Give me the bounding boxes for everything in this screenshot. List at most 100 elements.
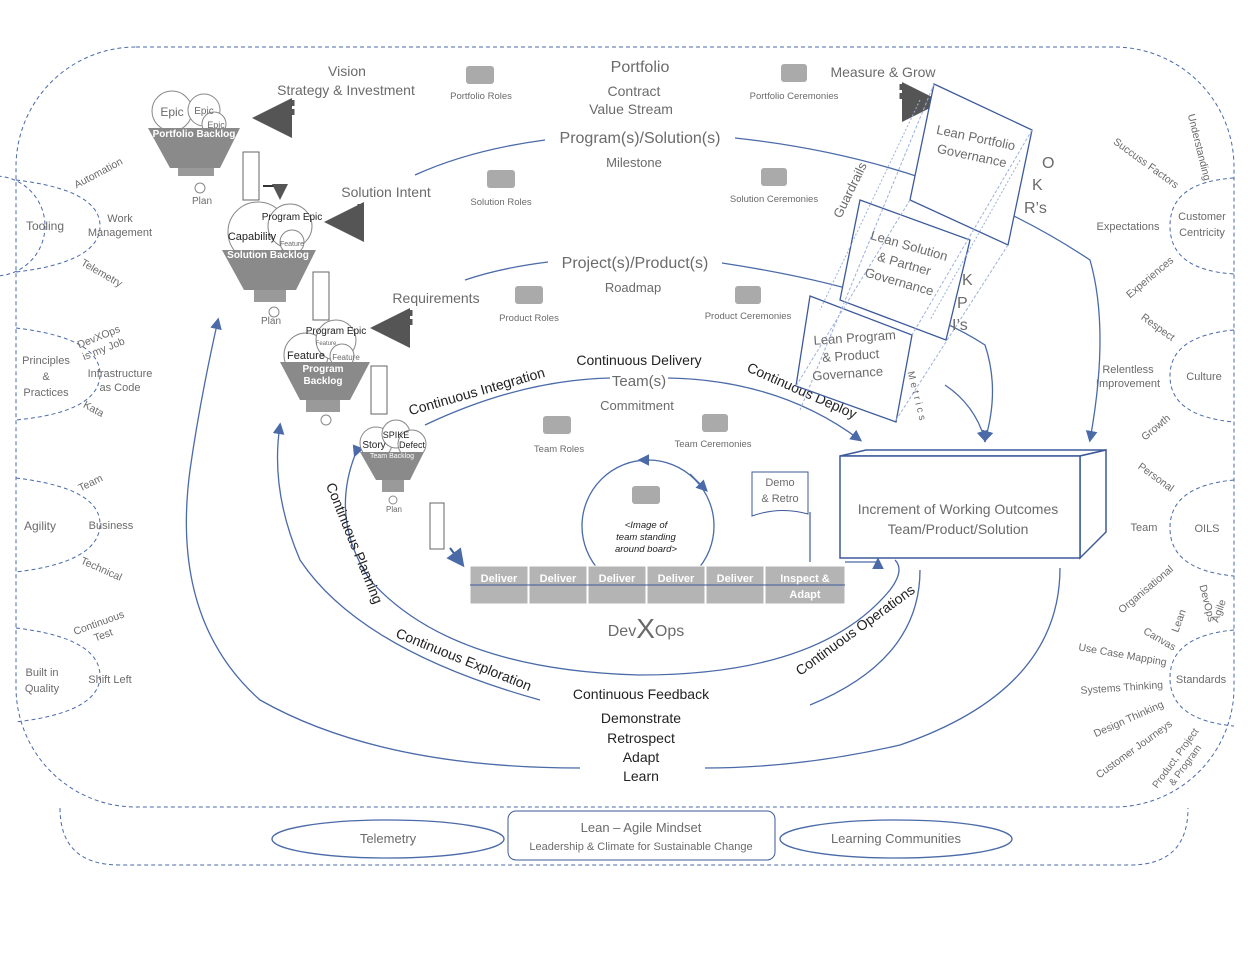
svg-text:Epic: Epic (160, 105, 183, 119)
svg-text:Deliver: Deliver (481, 573, 518, 585)
svg-text:Deliver: Deliver (599, 573, 636, 585)
product-ceremonies-label: Product Ceremonies (705, 311, 792, 322)
learning-communities-ellipse (779, 819, 1013, 859)
product-roles-icon (515, 286, 543, 304)
team-arc (424, 377, 860, 440)
team-board-icon (632, 486, 660, 504)
svg-text:Program Epic: Program Epic (262, 212, 323, 223)
svg-text:Backlog: Backlog (304, 376, 343, 387)
solution-roles-label: Solution Roles (470, 197, 532, 208)
loop-inner (344, 444, 900, 676)
svg-text:Demo: Demo (765, 477, 794, 489)
continuous-planning-label: Continuous Planning (323, 480, 386, 606)
program-title: Program(s)/Solution(s) (560, 130, 721, 147)
expectations-label: Expectations (1097, 221, 1160, 233)
technical-label: Technical (79, 555, 124, 584)
telemetry-side-label: Telemetry (79, 257, 125, 291)
feedback-retrospect: Retrospect (607, 730, 675, 746)
use-case-mapping-label: Use Case Mapping (1078, 641, 1168, 668)
demo-retro-box (751, 471, 809, 517)
devxops-label: DevXOps (608, 613, 684, 644)
program-backlog: Feature Program Epic Feature Feature Pro… (280, 319, 388, 426)
svg-text:Deliver: Deliver (540, 573, 577, 585)
measure-label: Measure & Grow (830, 64, 936, 80)
agility-label: Agility (24, 519, 56, 533)
portfolio-arc-right (734, 137, 1101, 443)
svg-text:Team/Product/Solution: Team/Product/Solution (888, 521, 1029, 537)
culture-label: Culture (1186, 371, 1221, 383)
respect-label: Respect (1139, 311, 1177, 343)
svg-text:Inspect &: Inspect & (780, 573, 830, 585)
portfolio-ceremonies-icon (781, 64, 807, 82)
svg-text:& Product: & Product (822, 346, 880, 365)
standards-label: Standards (1176, 674, 1227, 686)
devxops-job-label: DevXOpsis my Job (76, 323, 127, 363)
growth-label: Growth (1139, 412, 1173, 443)
vision-arrow (252, 98, 295, 138)
understanding-label: Understanding (1185, 113, 1213, 182)
svg-text:Feature: Feature (287, 350, 325, 362)
continuous-test-label: ContinuousTest (72, 608, 130, 650)
svg-text:Deliver: Deliver (658, 573, 695, 585)
svg-text:Plan: Plan (261, 316, 281, 327)
solution-intent-arrow (324, 202, 364, 242)
portfolio-ceremonies-label: Portfolio Ceremonies (750, 91, 839, 102)
team-backlog: Story SPIKE Defect Team Backlog Plan (359, 419, 465, 568)
feedback-demonstrate: Demonstrate (601, 710, 681, 726)
svg-text:Governance: Governance (812, 364, 884, 384)
portfolio-backlog: Epic Epic Epic Portfolio Backlog Plan (148, 90, 288, 207)
project-title: Project(s)/Product(s) (562, 255, 709, 272)
telemetry-ellipse (271, 819, 505, 859)
svg-text:Team Backlog: Team Backlog (370, 453, 414, 460)
feedback-learn: Learn (623, 768, 659, 784)
tooling-label: Tooling (26, 219, 64, 233)
svg-text:Solution Backlog: Solution Backlog (227, 250, 309, 261)
governance-structure: Lean Portfolio Governance Lean Solution … (795, 83, 1033, 423)
personal-label: Personal (1135, 461, 1176, 495)
svg-text:Feature: Feature (280, 241, 304, 248)
continuous-feedback-label: Continuous Feedback (573, 686, 710, 702)
business-label: Business (89, 520, 134, 532)
team-ceremonies-icon (702, 414, 728, 432)
team-side-label: Team (77, 472, 106, 494)
vision-label: Vision (328, 63, 366, 79)
team-roles-label: Team Roles (534, 444, 584, 455)
svg-text:Portfolio Backlog: Portfolio Backlog (153, 129, 236, 140)
project-arc-right2 (721, 262, 994, 443)
program-sub: Milestone (606, 155, 662, 170)
project-sub: Roadmap (605, 280, 661, 295)
mindset-title: Lean – Agile Mindset (581, 820, 702, 835)
portfolio-arc (414, 139, 546, 176)
solution-roles-icon (487, 170, 515, 188)
pipeline: Deliver Deliver Deliver Deliver Deliver … (469, 565, 846, 605)
solution-intent-label: Solution Intent (341, 184, 431, 200)
svg-text:SPIKE: SPIKE (383, 430, 410, 440)
principles-label: Principles&Practices (22, 355, 70, 399)
kpi-i: I’s (952, 317, 968, 334)
svg-text:Plan: Plan (386, 505, 402, 514)
okr-o: O (1042, 155, 1054, 172)
lean-label: Lean (1170, 608, 1189, 634)
svg-text:Lean Program: Lean Program (813, 327, 896, 348)
product-ceremonies-icon (735, 286, 761, 304)
team-roles-icon (543, 416, 571, 434)
feedback-adapt: Adapt (623, 749, 660, 765)
kata-label: Kata (81, 399, 106, 420)
svg-text:Increment of Working Outcomes: Increment of Working Outcomes (858, 501, 1058, 517)
kpi-k: K (962, 272, 973, 289)
svg-text:Program Epic: Program Epic (306, 326, 367, 337)
continuous-delivery-label: Continuous Delivery (576, 352, 701, 368)
telemetry-footer-label: Telemetry (360, 831, 417, 846)
svg-text:Deliver: Deliver (717, 573, 754, 585)
requirements-label: Requirements (392, 290, 479, 306)
continuous-integration-label: Continuous Integration (407, 364, 547, 418)
solution-backlog: Capability Program Epic Feature Solution… (222, 201, 330, 327)
experiences-label: Experiences (1124, 255, 1176, 301)
increment-box: Increment of Working Outcomes Team/Produ… (839, 449, 1107, 560)
okr-k: K (1032, 177, 1043, 194)
